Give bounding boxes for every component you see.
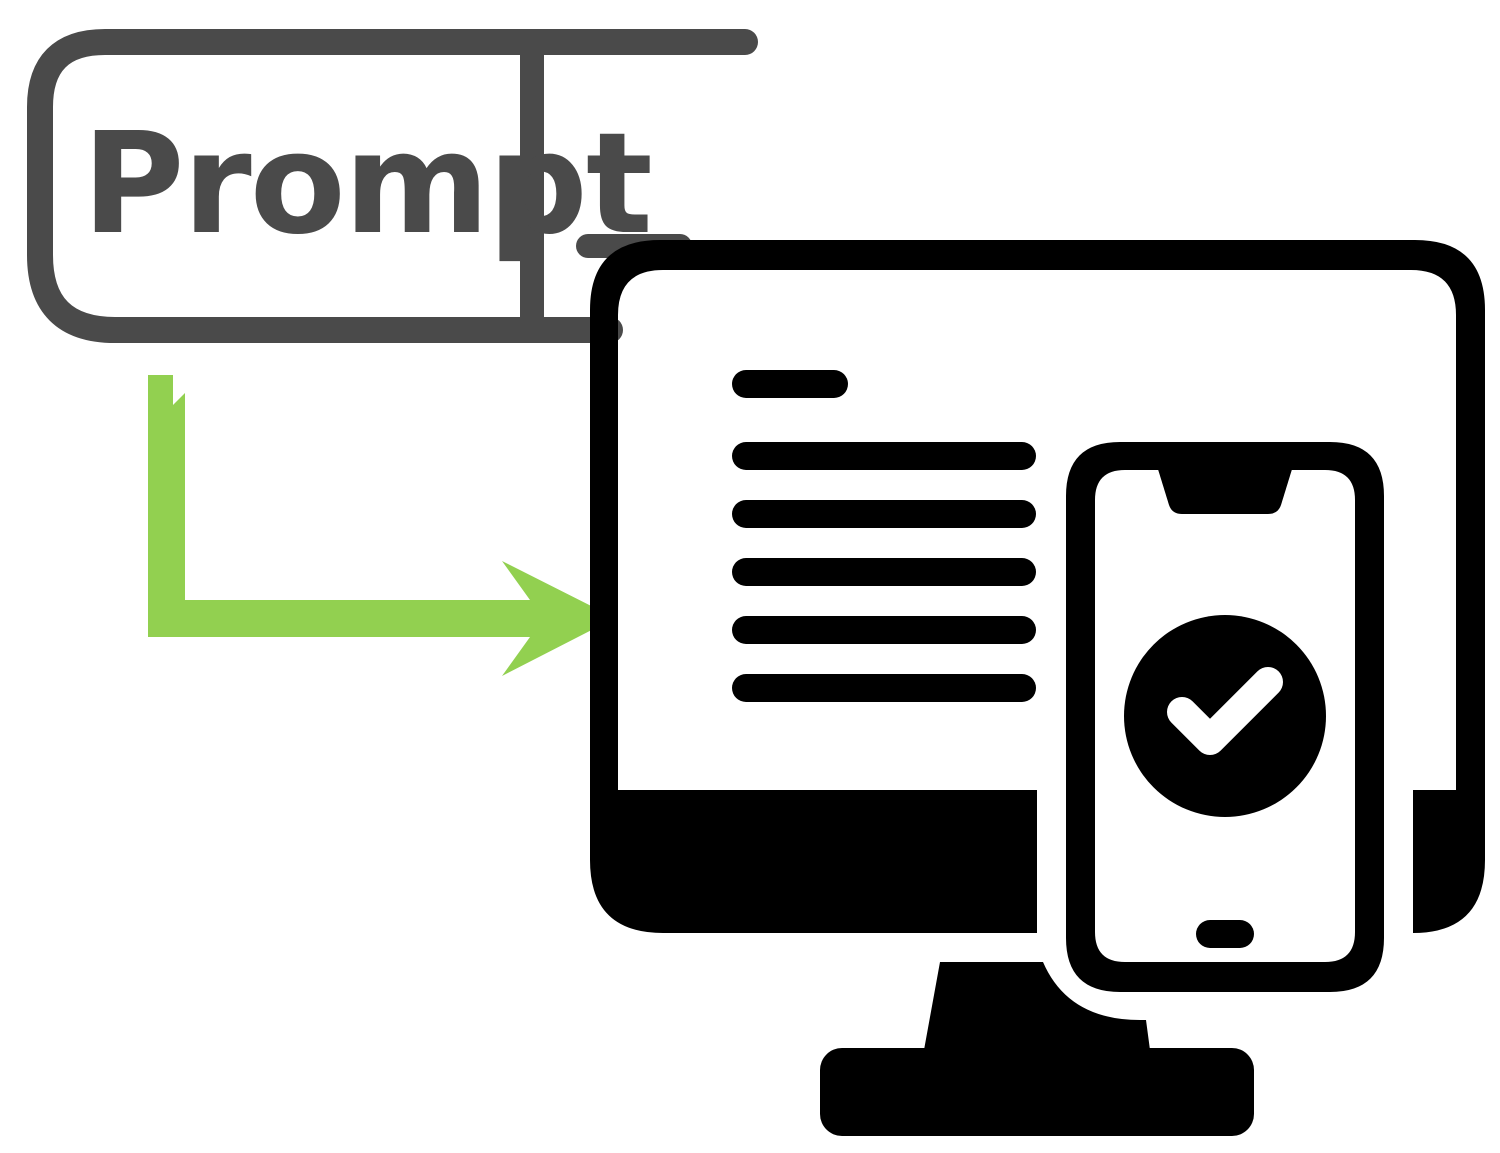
smartphone-icon xyxy=(1066,442,1384,992)
check-circle-icon xyxy=(1124,615,1326,817)
prompt-label: Prompt xyxy=(82,103,651,266)
bent-arrow-icon xyxy=(148,375,615,676)
monitor-stand-base xyxy=(820,1048,1254,1136)
phone-home-button xyxy=(1196,920,1254,948)
prompt-input-box: Prompt xyxy=(27,29,758,343)
phone-notch xyxy=(1157,466,1293,514)
desktop-monitor-icon xyxy=(590,240,1485,1136)
document-lines xyxy=(732,370,1036,702)
